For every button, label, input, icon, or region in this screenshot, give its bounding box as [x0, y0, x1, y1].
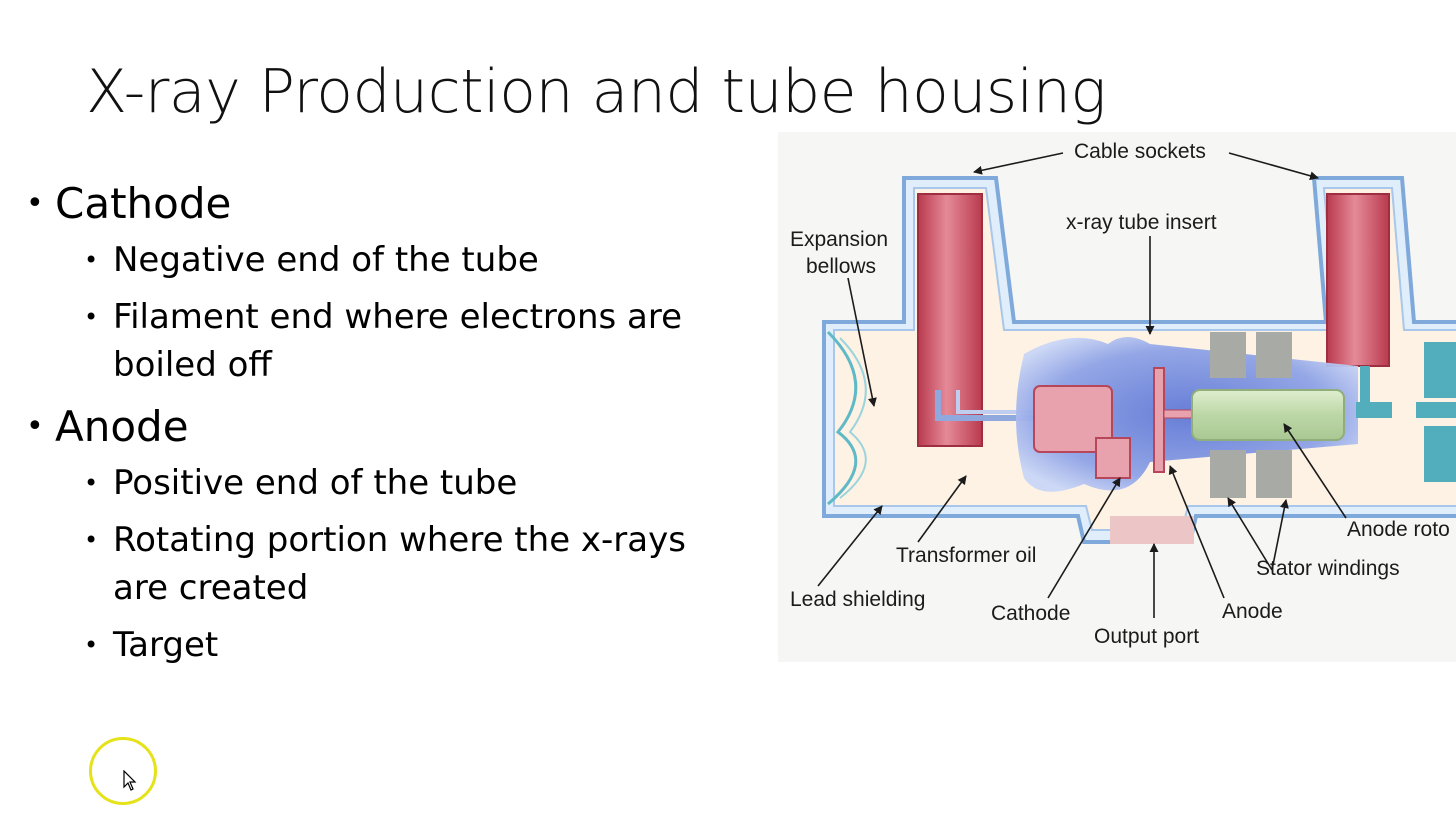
bullet-text-continued: are created: [113, 568, 309, 608]
tube-housing-illustration: Cable sockets x-ray tube insert Expansio…: [790, 140, 1456, 648]
bullet-dot: •: [26, 186, 44, 221]
expansion-bellows: [826, 330, 858, 506]
sub-bullet: • Positive end of the tube: [24, 459, 744, 507]
label-stator-windings: Stator windings: [1256, 557, 1400, 580]
bullet-dot: •: [84, 303, 99, 331]
sub-bullet: • Negative end of the tube: [24, 236, 744, 284]
cable-socket-left: [917, 193, 983, 447]
label-anode: Anode: [1222, 600, 1283, 623]
slide-title: X-ray Production and tube housing: [86, 57, 1106, 127]
bullet-text: Rotating portion where the x-rays: [113, 520, 686, 560]
bullet-list: • Cathode • Negative end of the tube • F…: [24, 176, 744, 669]
cable-socket-right: [1326, 193, 1390, 367]
bullet-dot: •: [26, 409, 44, 444]
stator-winding: [1256, 332, 1292, 378]
stator-winding: [1210, 450, 1246, 498]
label-lead-shielding: Lead shielding: [790, 588, 925, 611]
label-cathode: Cathode: [991, 602, 1070, 625]
cathode-assembly: [1033, 385, 1113, 453]
output-port: [1110, 516, 1194, 544]
tube-housing-diagram: Cable sockets x-ray tube insert Expansio…: [778, 132, 1456, 662]
label-transformer-oil: Transformer oil: [896, 544, 1036, 567]
bullet-text: Anode: [55, 402, 189, 451]
anode-rotor: [1191, 389, 1345, 441]
label-bellows: bellows: [806, 255, 876, 278]
bullet-dot: •: [84, 526, 99, 554]
stator-winding: [1256, 450, 1292, 498]
anode-disc: [1153, 367, 1165, 473]
bullet-dot: •: [84, 631, 99, 659]
stator-winding: [1210, 332, 1246, 378]
bullet-cathode: • Cathode: [24, 176, 744, 232]
label-expansion: Expansion: [790, 228, 888, 251]
sub-bullet: • Rotating portion where the x-rays are …: [24, 516, 744, 612]
label-anode-rotor: Anode roto: [1347, 518, 1450, 541]
pointer-highlight: [89, 737, 157, 805]
bullet-text: Negative end of the tube: [113, 240, 539, 280]
bullet-text: Cathode: [55, 179, 232, 228]
cursor-arrow-icon: [123, 770, 137, 791]
sub-bullet: • Filament end where electrons are boile…: [24, 293, 744, 389]
bullet-dot: •: [84, 246, 99, 274]
bullet-text: Target: [113, 625, 219, 665]
label-output-port: Output port: [1094, 625, 1199, 648]
bullet-text: Positive end of the tube: [113, 463, 518, 503]
label-tube-insert: x-ray tube insert: [1066, 211, 1217, 234]
bullet-dot: •: [84, 469, 99, 497]
label-cable-sockets: Cable sockets: [1074, 140, 1206, 163]
bullet-text: Filament end where electrons are: [113, 297, 683, 337]
sub-bullet: • Target: [24, 621, 744, 669]
bullet-anode: • Anode: [24, 399, 744, 455]
bullet-text-continued: boiled off: [113, 345, 272, 385]
